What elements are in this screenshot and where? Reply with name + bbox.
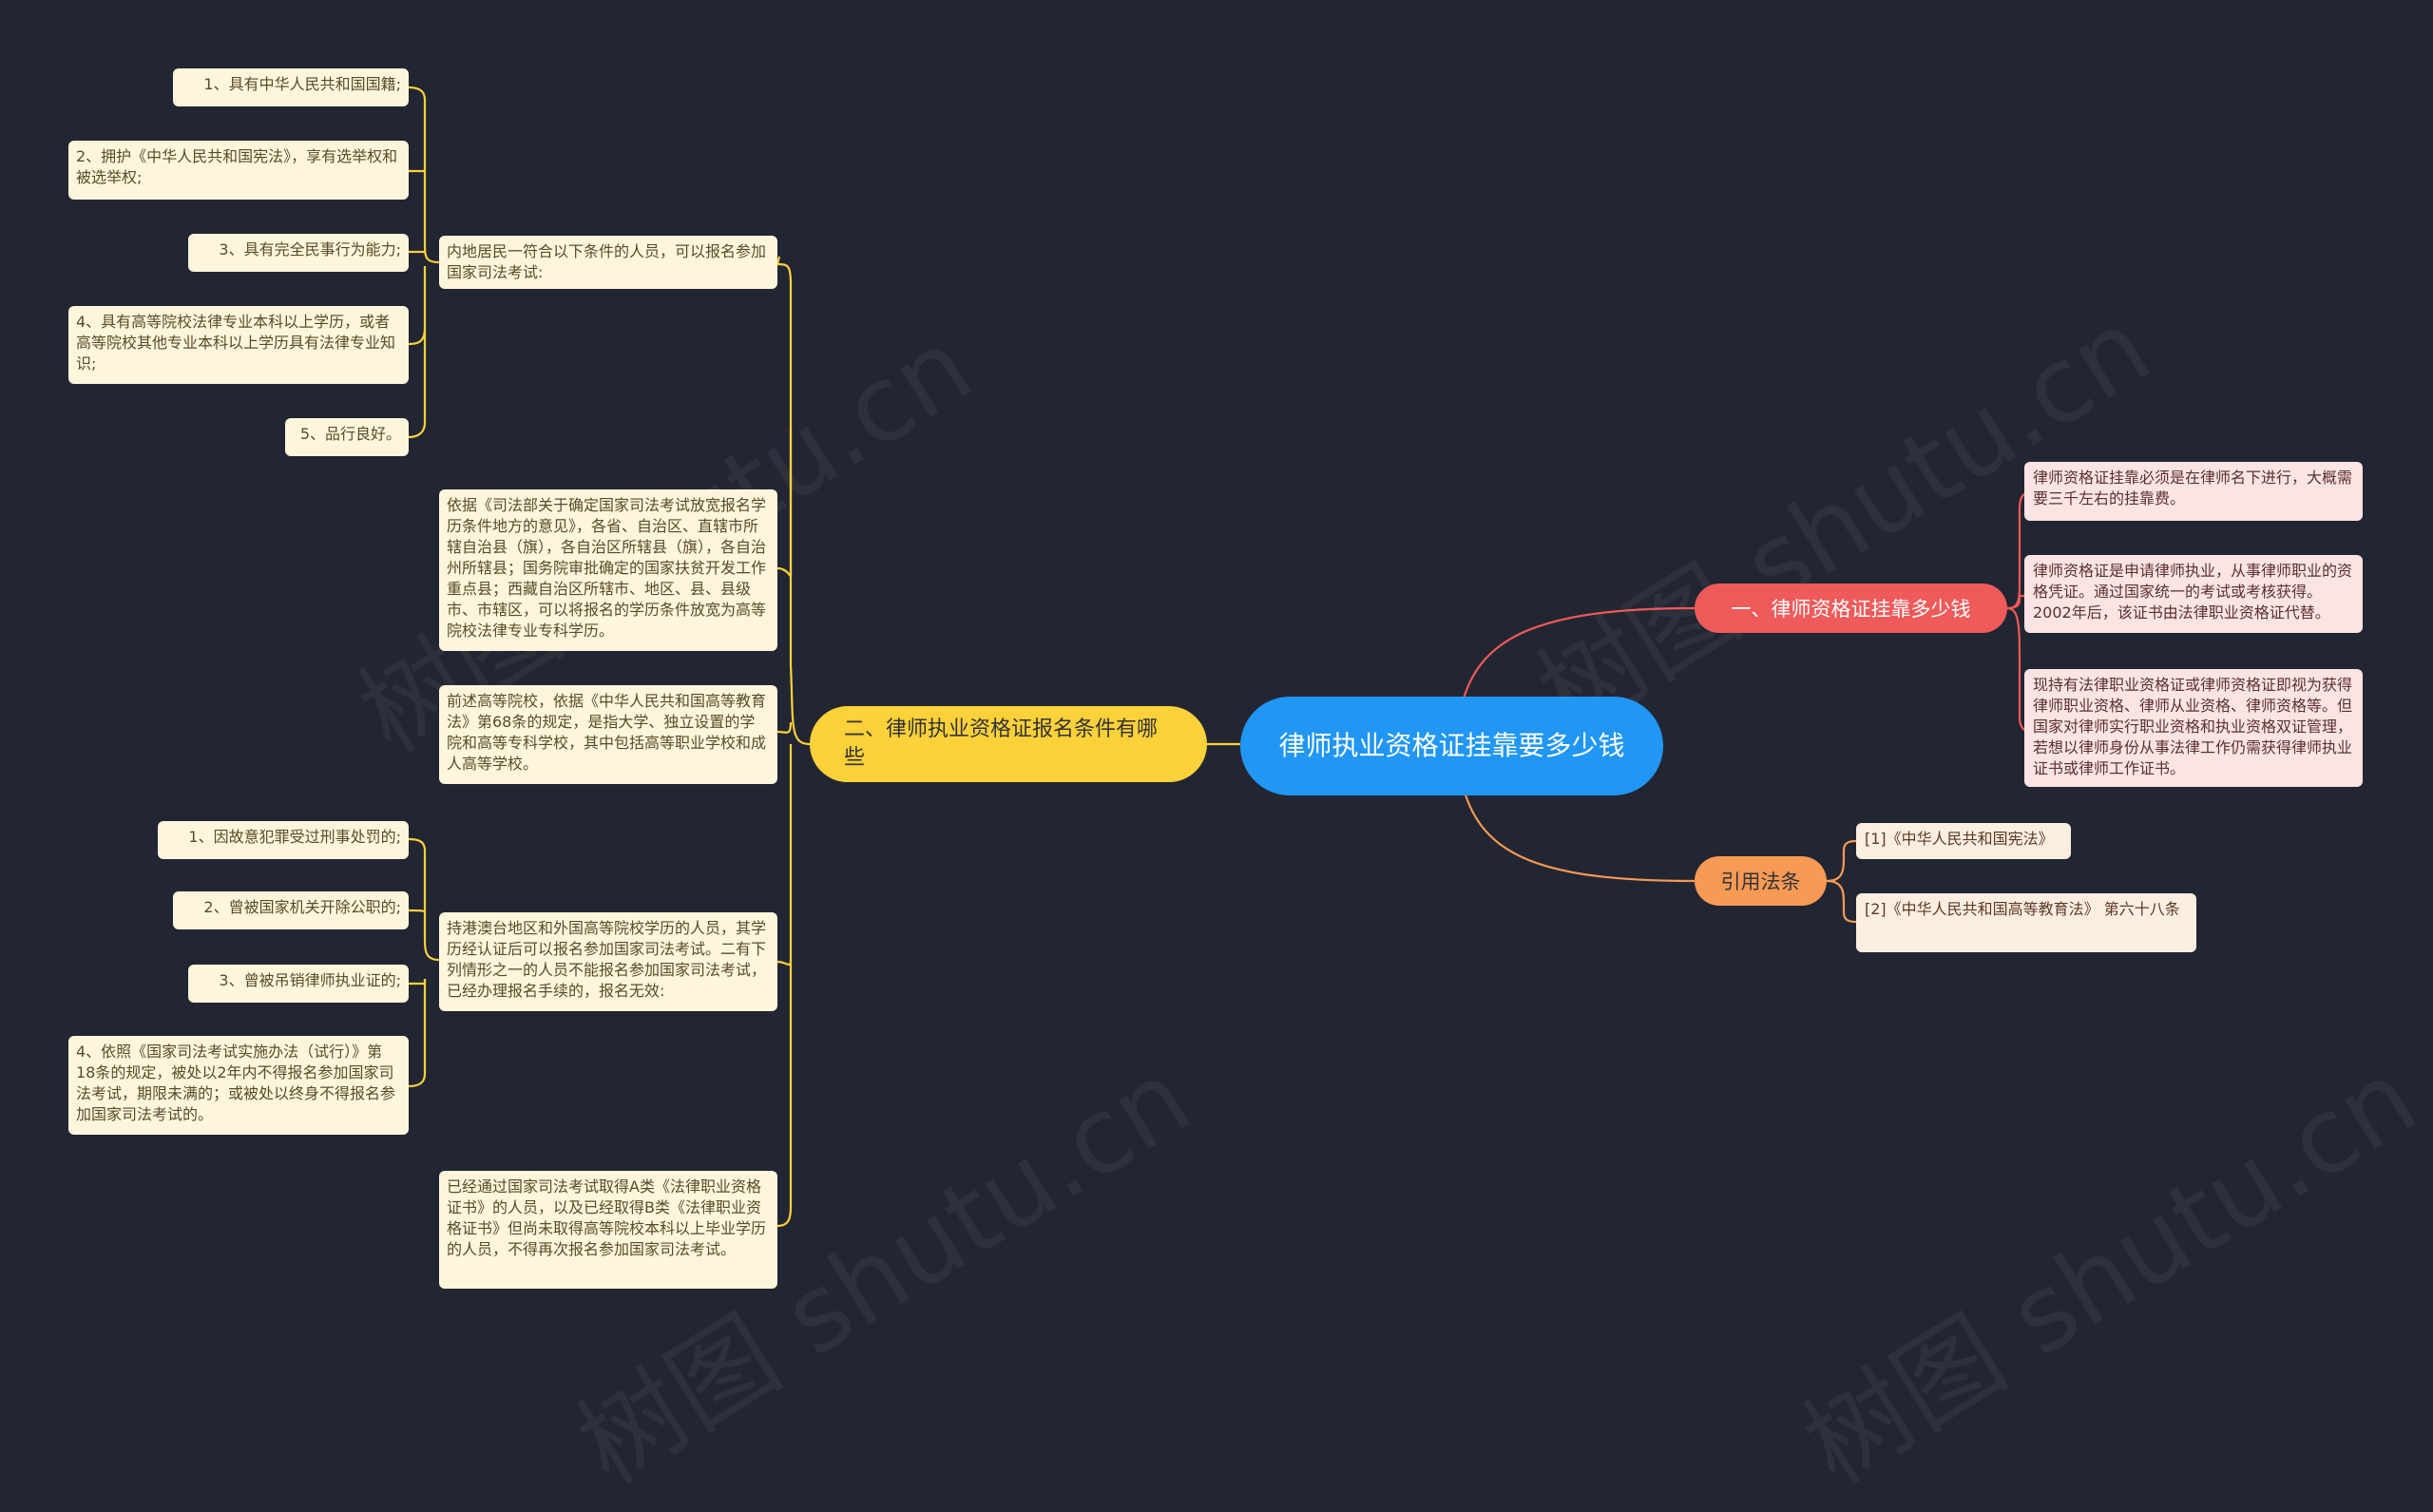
law-reference-item[interactable]: [1]《中华人民共和国宪法》 <box>1856 823 2071 859</box>
branch-registration-conditions[interactable]: 二、律师执业资格证报名条件有哪些 <box>810 706 1207 782</box>
leaf-text: 4、依照《国家司法考试实施办法（试行）》第18条的规定，被处以2年内不得报名参加… <box>76 1043 396 1123</box>
exclusion-item[interactable]: 4、依照《国家司法考试实施办法（试行）》第18条的规定，被处以2年内不得报名参加… <box>68 1036 409 1135</box>
condition-item[interactable]: 5、品行良好。 <box>285 418 409 456</box>
condition-note-higher-education[interactable]: 前述高等院校，依据《中华人民共和国高等教育法》第68条的规定，是指大学、独立设置… <box>439 685 777 784</box>
leaf-text: 依据《司法部关于确定国家司法考试放宽报名学历条件地方的意见》，各省、自治区、直辖… <box>447 496 767 640</box>
leaf-text: [1]《中华人民共和国宪法》 <box>1865 830 2054 848</box>
leaf-text: 3、具有完全民事行为能力; <box>219 240 401 258</box>
cost-item[interactable]: 现持有法律职业资格证或律师资格证即视为获得律师职业资格、律师从业资格、律师资格等… <box>2024 669 2363 787</box>
central-topic-label: 律师执业资格证挂靠要多少钱 <box>1278 730 1625 761</box>
leaf-text: 2、拥护《中华人民共和国宪法》，享有选举权和被选举权; <box>76 147 398 186</box>
condition-group-hk-macau-taiwan[interactable]: 持港澳台地区和外国高等院校学历的人员，其学历经认证后可以报名参加国家司法考试。二… <box>439 912 777 1011</box>
condition-item[interactable]: 3、具有完全民事行为能力; <box>188 234 409 272</box>
cost-item[interactable]: 律师资格证是申请律师执业，从事律师职业的资格凭证。通过国家统一的考试或考核获得。… <box>2024 555 2363 633</box>
exclusion-item[interactable]: 3、曾被吊销律师执业证的; <box>188 965 409 1003</box>
branch-label: 引用法条 <box>1720 871 1801 893</box>
leaf-text: 1、因故意犯罪受过刑事处罚的; <box>188 828 401 846</box>
branch-cited-laws[interactable]: 引用法条 <box>1695 856 1827 906</box>
leaf-text: 前述高等院校，依据《中华人民共和国高等教育法》第68条的规定，是指大学、独立设置… <box>447 692 767 773</box>
condition-item[interactable]: 4、具有高等院校法律专业本科以上学历，或者高等院校其他专业本科以上学历具有法律专… <box>68 306 409 384</box>
condition-note-certificate-holders[interactable]: 已经通过国家司法考试取得A类《法律职业资格证书》的人员，以及已经取得B类《法律职… <box>439 1171 777 1289</box>
leaf-text: 内地居民一符合以下条件的人员，可以报名参加国家司法考试: <box>447 242 767 281</box>
leaf-text: 律师资格证是申请律师执业，从事律师职业的资格凭证。通过国家统一的考试或考核获得。… <box>2033 562 2353 622</box>
connector-lines <box>408 86 2025 1228</box>
leaf-text: 现持有法律职业资格证或律师资格证即视为获得律师职业资格、律师从业资格、律师资格等… <box>2033 676 2353 777</box>
condition-group-mainland[interactable]: 内地居民一符合以下条件的人员，可以报名参加国家司法考试: <box>439 236 777 289</box>
mindmap-canvas: 树图 shutu.cn 树图 shutu.cn 树图 shutu.cn 树图 s… <box>68 68 2433 1507</box>
condition-item[interactable]: 2、拥护《中华人民共和国宪法》，享有选举权和被选举权; <box>68 141 409 200</box>
leaf-text: 3、曾被吊销律师执业证的; <box>219 971 401 989</box>
law-reference-item[interactable]: [2]《中华人民共和国高等教育法》 第六十八条 <box>1856 893 2196 952</box>
leaf-text: 持港澳台地区和外国高等院校学历的人员，其学历经认证后可以报名参加国家司法考试。二… <box>447 919 767 1000</box>
leaf-text: 1、具有中华人民共和国国籍; <box>203 75 401 93</box>
branch-affiliation-cost[interactable]: 一、律师资格证挂靠多少钱 <box>1695 584 2007 633</box>
condition-item[interactable]: 1、具有中华人民共和国国籍; <box>173 68 409 106</box>
leaf-text: 5、品行良好。 <box>299 425 401 443</box>
condition-note-relaxed-education[interactable]: 依据《司法部关于确定国家司法考试放宽报名学历条件地方的意见》，各省、自治区、直辖… <box>439 489 777 651</box>
leaf-text: 2、曾被国家机关开除公职的; <box>203 898 401 916</box>
branch-label: 二、律师执业资格证报名条件有哪些 <box>844 718 1159 770</box>
branch-label: 一、律师资格证挂靠多少钱 <box>1731 598 1971 621</box>
exclusion-item[interactable]: 2、曾被国家机关开除公职的; <box>173 891 409 929</box>
leaf-text: 4、具有高等院校法律专业本科以上学历，或者高等院校其他专业本科以上学历具有法律专… <box>76 313 396 373</box>
cost-item[interactable]: 律师资格证挂靠必须是在律师名下进行，大概需要三千左右的挂靠费。 <box>2024 462 2363 521</box>
exclusion-item[interactable]: 1、因故意犯罪受过刑事处罚的; <box>158 821 409 859</box>
leaf-text: [2]《中华人民共和国高等教育法》 第六十八条 <box>1865 900 2180 918</box>
leaf-text: 律师资格证挂靠必须是在律师名下进行，大概需要三千左右的挂靠费。 <box>2033 469 2353 507</box>
central-topic[interactable]: 律师执业资格证挂靠要多少钱 <box>1240 697 1663 795</box>
leaf-text: 已经通过国家司法考试取得A类《法律职业资格证书》的人员，以及已经取得B类《法律职… <box>447 1177 767 1258</box>
